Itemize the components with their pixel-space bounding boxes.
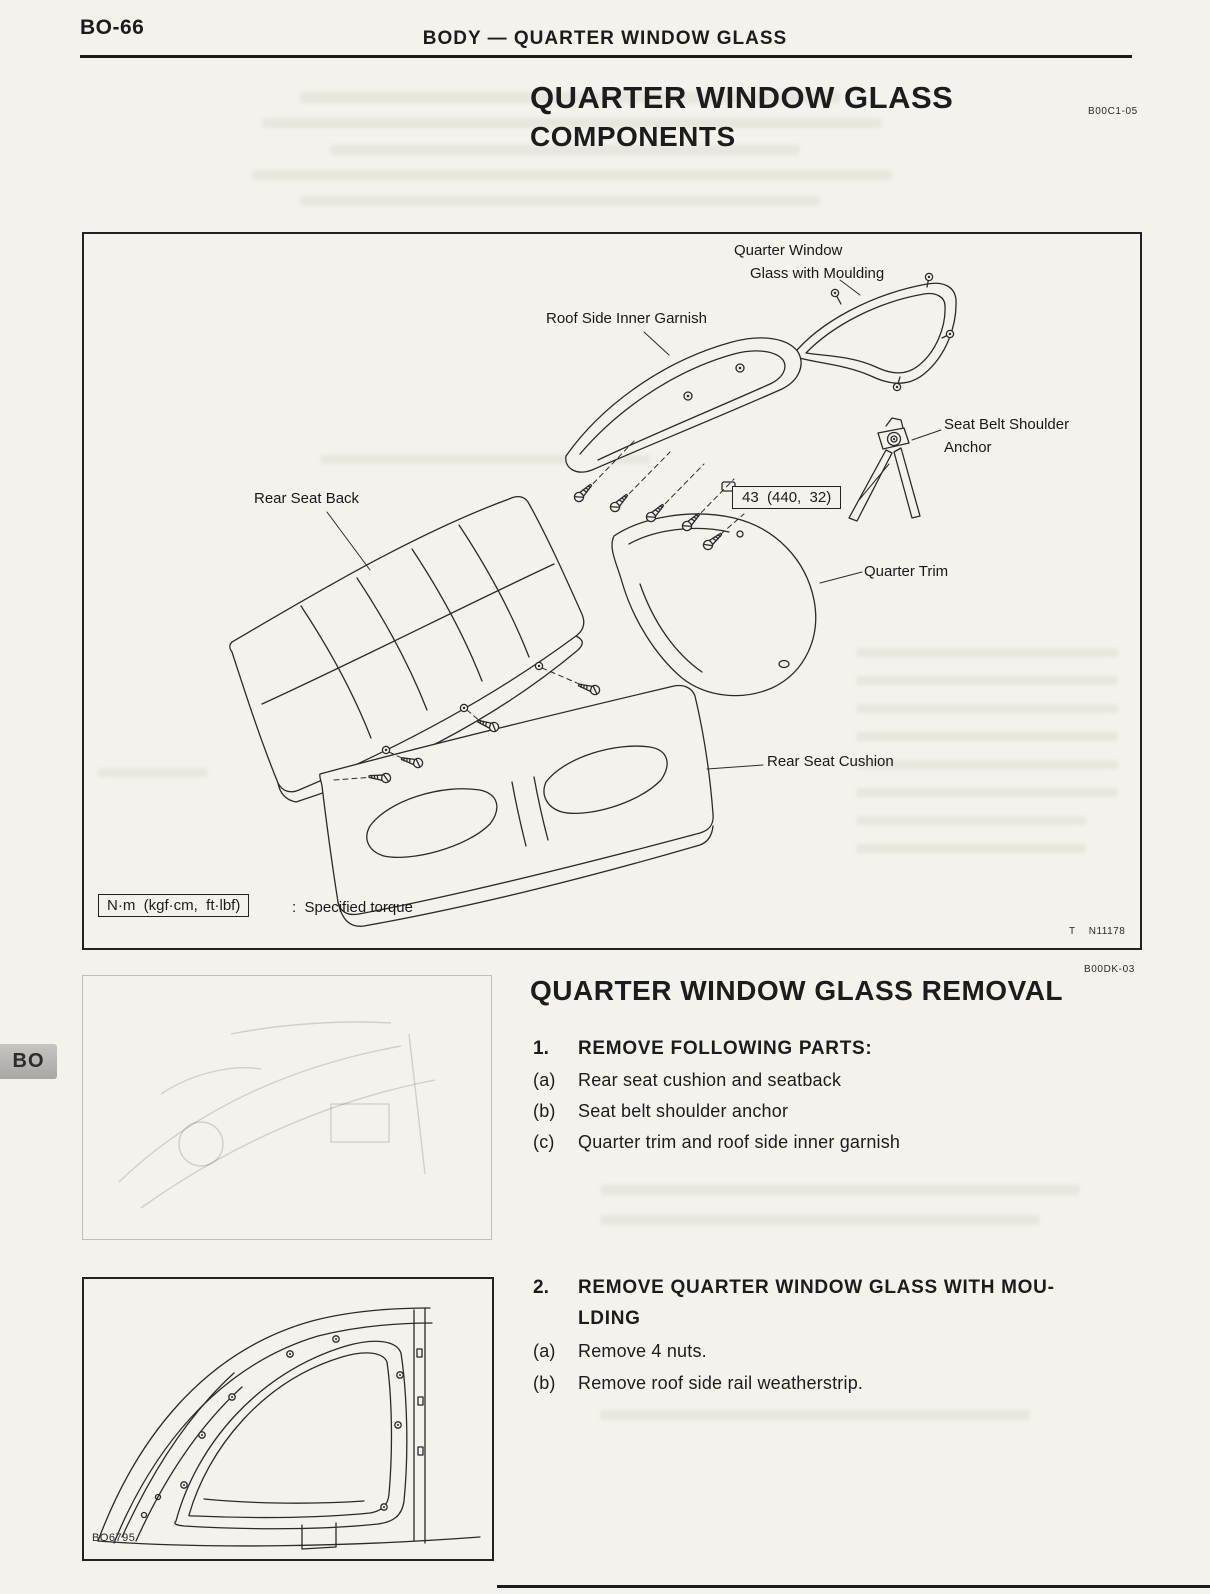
step1-heading: REMOVE FOLLOWING PARTS: (578, 1038, 873, 1059)
label-rear-seat-back: Rear Seat Back (254, 490, 360, 507)
step1-item-c-label: (c) (533, 1132, 555, 1152)
bleedthrough-artifact (252, 170, 892, 180)
step2-item-a-text: Remove 4 nuts. (578, 1341, 707, 1361)
bleedthrough-artifact (856, 844, 1086, 853)
removal-code: B00DK-03 (1084, 964, 1135, 975)
bleedthrough-artifact (600, 1410, 1030, 1420)
step1-number: 1. (533, 1038, 549, 1059)
components-figure: Quarter Window Glass with Moulding Roof … (82, 232, 1142, 950)
step1-item-c-text: Quarter trim and roof side inner garnish (578, 1132, 901, 1152)
removal-title: QUARTER WINDOW GLASS REMOVAL (530, 975, 1064, 1006)
step1-item-a-label: (a) (533, 1070, 556, 1090)
bleedthrough-artifact (856, 788, 1118, 797)
torque-legend-caption: : Specified torque (292, 899, 413, 916)
quarter-window-glass-drawing (778, 272, 957, 392)
removal-figure-reference: BO6795 (92, 1532, 136, 1544)
page-number: BO-66 (80, 16, 145, 39)
bleedthrough-figure (82, 975, 492, 1240)
section-code: B00C1-05 (1088, 106, 1138, 117)
bottom-rule (497, 1585, 1210, 1588)
section-side-tab-label: BO (12, 1050, 45, 1072)
section-title-line2: COMPONENTS (530, 121, 736, 152)
bleedthrough-sketch (118, 1021, 436, 1209)
section-title-line1: QUARTER WINDOW GLASS (530, 80, 954, 115)
bleedthrough-artifact (856, 732, 1118, 741)
step2-heading-line1: REMOVE QUARTER WINDOW GLASS WITH MOU- (578, 1277, 1055, 1298)
bleedthrough-artifact (300, 196, 820, 206)
rear-seat-cushion-drawing (319, 684, 714, 927)
bleedthrough-artifact (300, 92, 840, 103)
bleedthrough-artifact (856, 816, 1086, 825)
header-title: BODY — QUARTER WINDOW GLASS (422, 28, 788, 49)
step1-item-b-text: Seat belt shoulder anchor (578, 1101, 789, 1121)
step2-item-a-label: (a) (533, 1341, 556, 1361)
bleedthrough-artifact (856, 648, 1118, 657)
bleedthrough-artifact (600, 1185, 1080, 1195)
label-quarter-trim: Quarter Trim (864, 563, 949, 580)
figure-reference-prefix: T (1069, 926, 1076, 937)
step1-item-a-text: Rear seat cushion and seatback (578, 1070, 842, 1090)
bleedthrough-artifact (320, 455, 650, 464)
bleedthrough-artifact (600, 1215, 1040, 1225)
step2-number: 2. (533, 1277, 549, 1298)
label-seat-belt-anchor-2: Anchor (944, 439, 992, 456)
header-rule (80, 55, 1132, 58)
section-side-tab: BO (0, 1044, 57, 1079)
quarter-trim-drawing (611, 513, 817, 697)
bleedthrough-artifact (856, 676, 1118, 685)
removal-figure: BO6795 (82, 1277, 494, 1561)
bleedthrough-artifact (330, 145, 800, 155)
label-quarter-window-glass: Quarter Window (734, 242, 843, 259)
step1-item-b-label: (b) (533, 1101, 556, 1121)
label-roof-side-inner-garnish: Roof Side Inner Garnish (546, 310, 707, 327)
figure-reference: T N11178 (1069, 926, 1125, 937)
quarter-window-opening-drawing (97, 1307, 481, 1550)
label-rear-seat-cushion: Rear Seat Cushion (767, 753, 894, 770)
fastener-screws (333, 438, 745, 784)
roof-side-inner-garnish-drawing (565, 337, 802, 498)
step2-item-b-label: (b) (533, 1373, 556, 1393)
step2-heading-line2: LDING (578, 1308, 641, 1329)
leader-lines (326, 279, 942, 770)
step2-item-b-text: Remove roof side rail weatherstrip. (578, 1373, 864, 1393)
bleedthrough-artifact (262, 118, 882, 128)
label-seat-belt-anchor: Seat Belt Shoulder (944, 416, 1070, 433)
bleedthrough-artifact (856, 704, 1118, 713)
label-quarter-window-glass-2: Glass with Moulding (750, 265, 885, 282)
components-exploded-drawing (229, 272, 957, 927)
rear-seat-back-drawing (229, 495, 585, 803)
bleedthrough-artifact (856, 760, 1118, 769)
bleedthrough-artifact (98, 768, 208, 777)
figure-reference-code: N11178 (1088, 926, 1126, 937)
torque-legend-units: N·m (kgf·cm, ft·lbf) (98, 894, 250, 917)
torque-spec-box: 43 (440, 32) (732, 486, 842, 509)
